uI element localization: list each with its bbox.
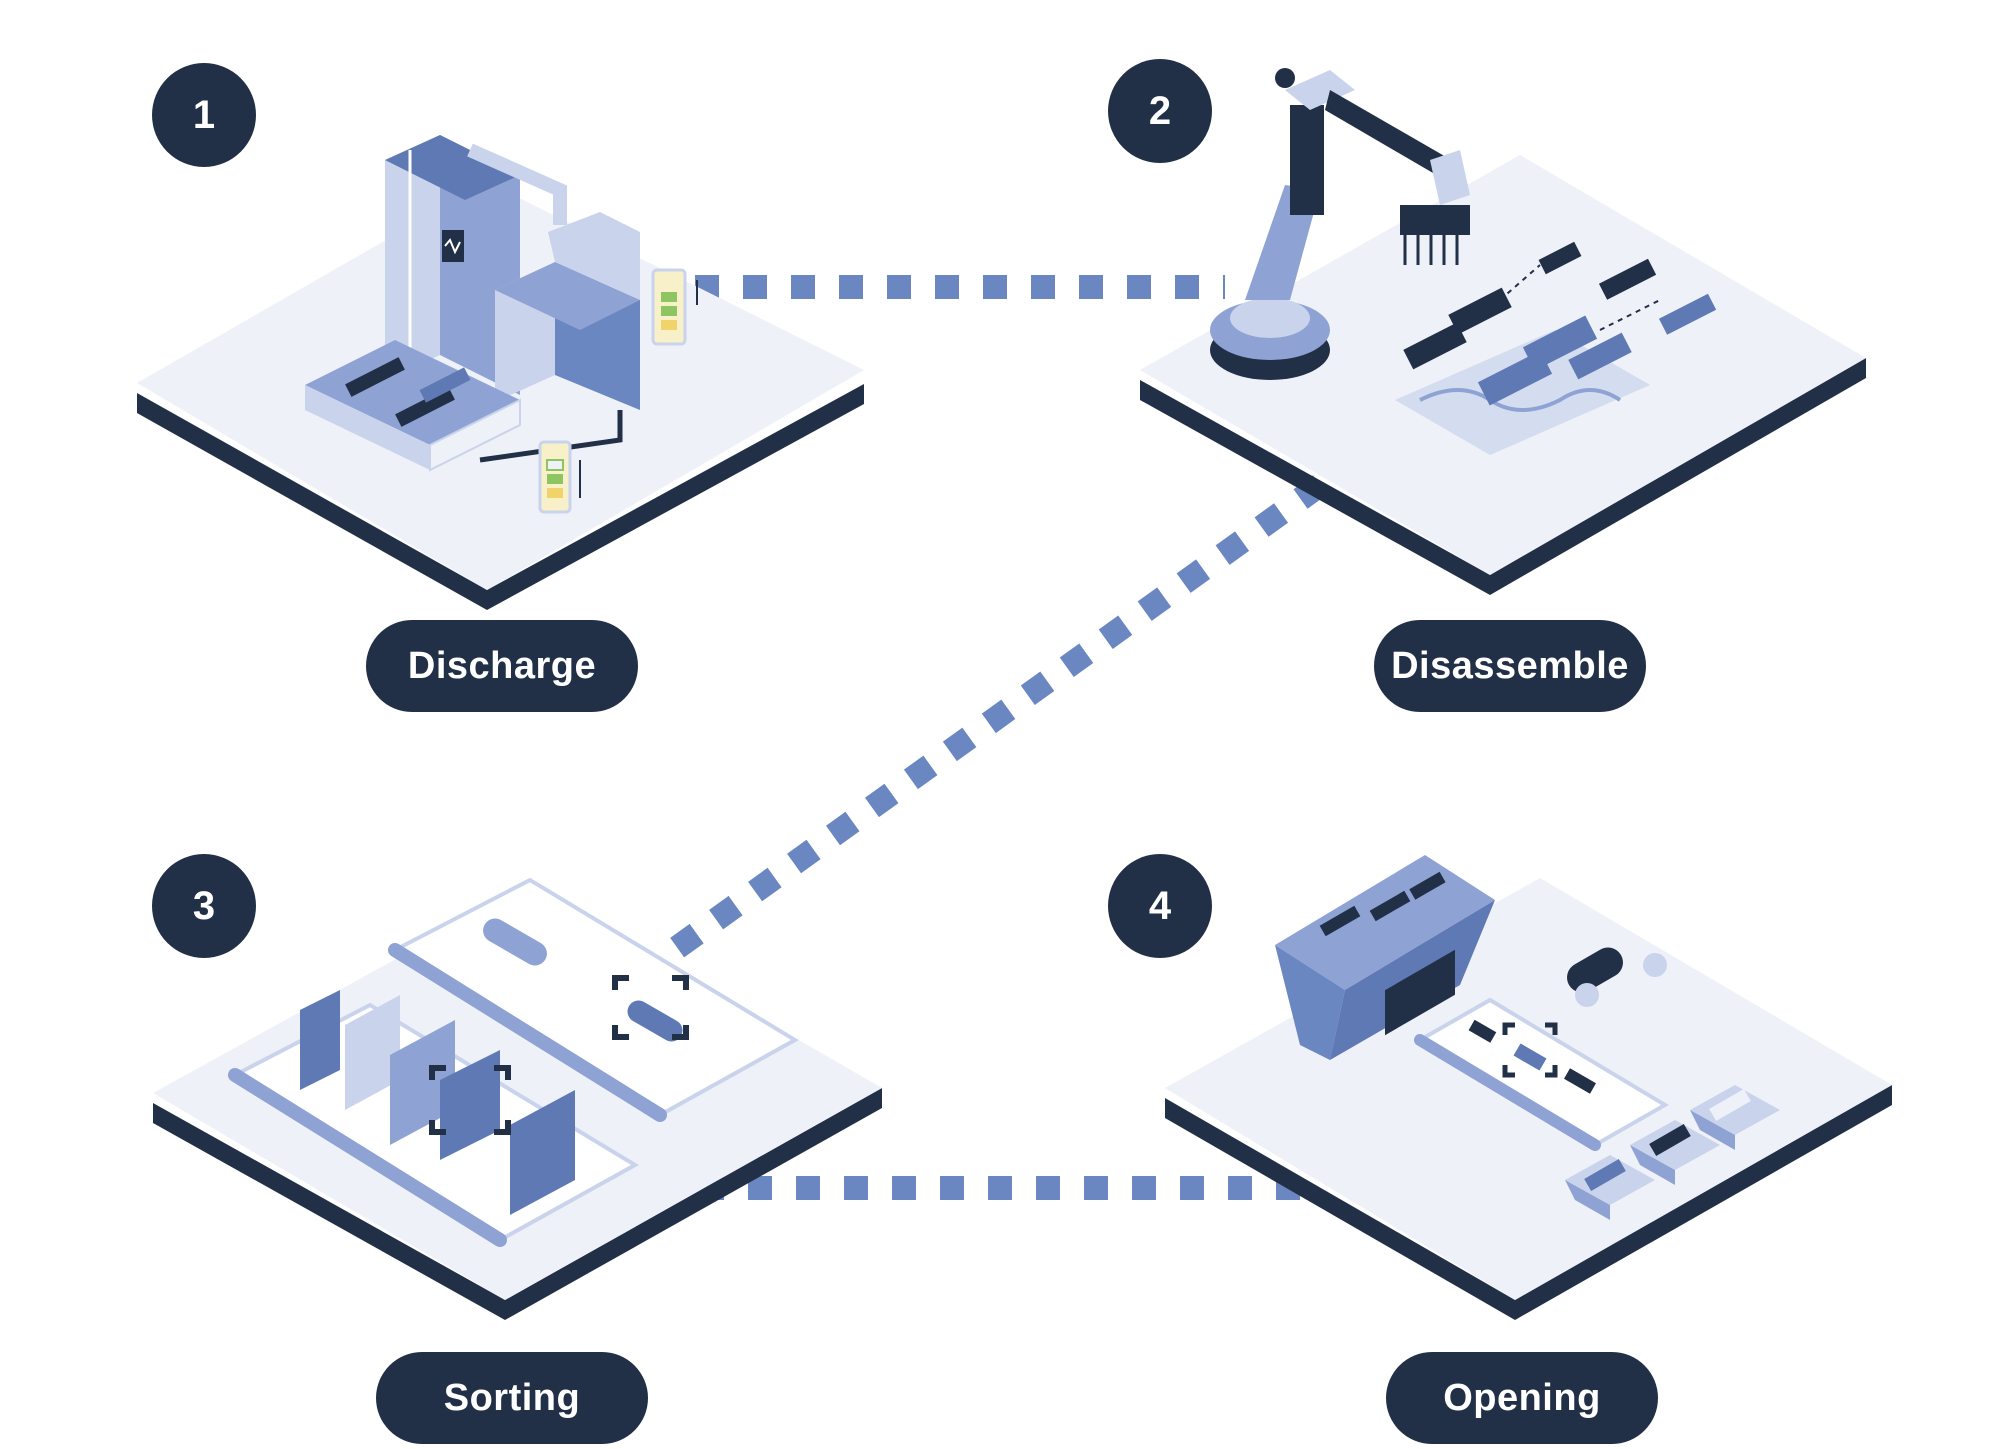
shredder-hopper-icon <box>1275 855 1780 1220</box>
step-2-label: Disassemble <box>1374 620 1646 712</box>
step-3-label: Sorting <box>376 1352 648 1444</box>
step-3-number-badge: 3 <box>152 854 256 958</box>
step-4-number-badge: 4 <box>1108 854 1212 958</box>
step-1-label: Discharge <box>366 620 638 712</box>
step-2-number-badge: 2 <box>1108 59 1212 163</box>
connector-2-3 <box>652 475 1328 970</box>
robot-arm-icon <box>1210 68 1717 455</box>
conveyor-scanner-icon <box>228 877 799 1247</box>
discharge-station-icon <box>305 135 698 514</box>
step-1-number-badge: 1 <box>152 63 256 167</box>
step-4-label: Opening <box>1386 1352 1658 1444</box>
